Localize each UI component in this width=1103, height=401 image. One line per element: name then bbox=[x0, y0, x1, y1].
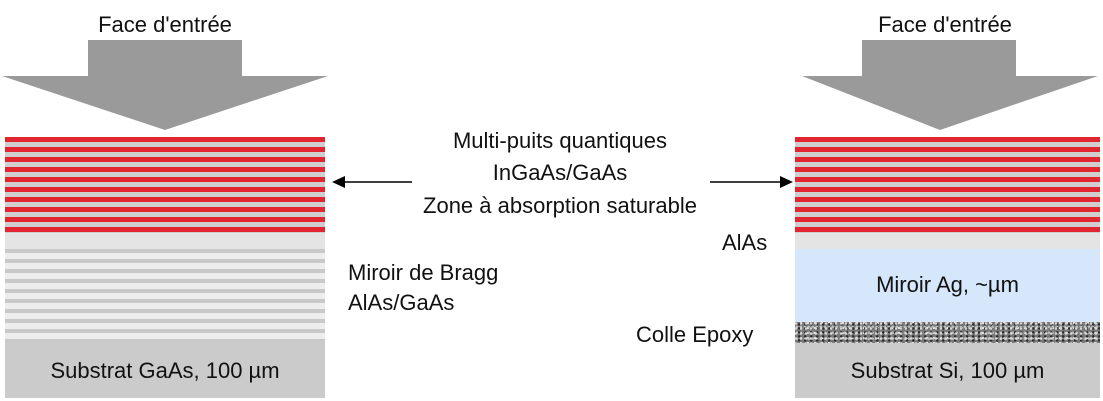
left-input-arrow-icon bbox=[2, 40, 328, 130]
center-label-line1: Multi-puits quantiques bbox=[452, 128, 667, 153]
left-bragg-mirror bbox=[5, 249, 325, 343]
silver-mirror-label: Miroir Ag, ~µm bbox=[876, 272, 1019, 297]
right-substrate-label: Substrat Si, 100 µm bbox=[850, 358, 1045, 383]
right-quantum-wells bbox=[795, 137, 1100, 233]
right-alas-layer bbox=[795, 233, 1100, 249]
left-pointer-arrow-icon bbox=[332, 176, 412, 188]
left-quantum-wells bbox=[5, 137, 325, 233]
right-input-arrow-icon bbox=[802, 40, 1098, 130]
alas-label: AlAs bbox=[722, 230, 768, 255]
bragg-label-line1: Miroir de Bragg bbox=[348, 260, 499, 285]
left-spacer-layer bbox=[5, 233, 325, 249]
right-pointer-arrow-icon bbox=[710, 176, 793, 188]
right-face-title: Face d'entrée bbox=[878, 12, 1012, 37]
right-epoxy-layer bbox=[795, 322, 1100, 343]
left-substrate-label: Substrat GaAs, 100 µm bbox=[50, 358, 280, 383]
right-silver-mirror: Miroir Ag, ~µm bbox=[795, 249, 1100, 322]
center-label-line3: Zone à absorption saturable bbox=[423, 193, 697, 218]
right-substrate: Substrat Si, 100 µm bbox=[795, 343, 1100, 398]
center-label-line2: InGaAs/GaAs bbox=[492, 160, 628, 185]
left-substrate: Substrat GaAs, 100 µm bbox=[5, 343, 325, 398]
left-face-title: Face d'entrée bbox=[98, 12, 232, 37]
bragg-label-line2: AlAs/GaAs bbox=[348, 290, 455, 315]
epoxy-label: Colle Epoxy bbox=[636, 322, 754, 347]
